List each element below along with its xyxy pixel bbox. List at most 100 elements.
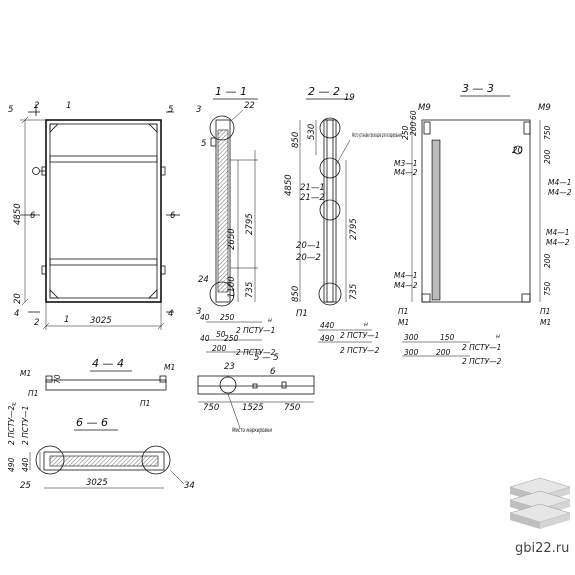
detail-circle-bottom [318,282,342,306]
detail-circle-right [141,445,171,475]
tag-21-2: 21—2 [300,193,325,203]
insulation-layer [49,455,159,467]
dim-250: 250 [401,125,410,140]
dim-735: 735 [245,282,255,298]
brand-mark: н [268,317,272,324]
dim-300: 300 [404,333,419,342]
note-marking: Место маркировки [232,427,272,434]
detail-circle-top [319,117,341,139]
dim-490: 490 [7,457,16,472]
mark-4-left: 4 [14,309,19,319]
callout-3-top: 3 [196,105,201,115]
tag-m4-2l: М4—2 [394,281,418,290]
tag-m9-right: М9 [538,103,551,113]
rib-bottom [49,258,158,266]
tag-m1-left: М1 [20,369,31,378]
dim-850b: 850 [291,286,301,302]
brand-2: 2 ПСТУ—2 [236,348,276,357]
dim-735: 735 [349,284,359,300]
mark-6-right: 6 [170,211,176,221]
mark-4-right: 4 [168,309,173,319]
dim-1525: 1525 [242,403,264,413]
dim-750b: 750 [284,403,300,413]
detail-circle-left [35,445,65,475]
dim-750: 750 [203,403,219,413]
tag-20-1: 20—1 [296,241,321,251]
dim-250: 250 [220,313,235,322]
tag-p1-right: П1 [140,399,150,408]
mark-1-top: 1 [66,101,71,111]
insulation-layer [217,129,229,293]
dim-200c: 200 [543,253,552,268]
callout-20: 20 [512,146,523,156]
brand-1: 2 ПСТУ—1 [236,326,275,335]
dim-height: 4850 [13,203,23,225]
section-title: 3 — 3 [462,82,494,95]
dim-200d: 200 [436,348,451,357]
tag-m1r: М1 [540,318,551,327]
tag-p1r: П1 [540,307,550,316]
section-2-2: 2 — 2 850 530 4850 2795 850 735 19 Место… [284,85,402,355]
dim-200b: 200 [543,149,552,164]
corner-gussets [49,123,158,299]
tag-p1: П1 [398,307,408,316]
dim-2795: 2795 [349,218,359,240]
section-3-3: 3 — 3 М9 М9 250 200 60 750 200 М3—1 М4—2… [394,82,572,366]
dim-bottom-offset: 20 [13,293,23,304]
callout-19: 19 [344,93,355,103]
watermark-text: gbi22.ru [515,541,569,556]
note-gasket: Место установки прокладки для складирова… [352,132,402,139]
dim-70: 70 [53,374,62,384]
mark-5-left: 5 [8,105,13,115]
mark-2-top: 2 [34,101,39,111]
tag-p1: П1 [296,309,308,319]
brand-mark: н [496,333,500,340]
brand-2: 2 ПСТУ—2 [462,357,502,366]
callout-25: 25 [20,481,31,491]
dim-250b: 250 [224,334,239,343]
dim-150: 150 [440,333,455,342]
tag-m4-1r: М4—1 [548,178,572,187]
brand-1: 2 ПСТУ—1 [21,406,30,445]
brand-1: 2 ПСТУ—1 [340,331,379,340]
section-title: 2 — 2 [308,85,340,98]
dim-300b: 300 [404,348,419,357]
detail-circle-top [209,115,235,141]
section-title: 1 — 1 [215,85,247,98]
dim-200: 200 [409,121,418,136]
brand-2: 2 ПСТУ—2 [7,405,16,445]
tag-m4-2r2: М4—2 [546,238,570,247]
elevation-view: 4850 20 3025 5 2 1 5 6 6 4 4 2 1 [8,101,180,330]
tag-m4-2r: М4—2 [548,188,572,197]
dim-1100: 1100 [227,276,237,298]
dim-50: 50 [216,330,226,339]
brand-mark: н [364,321,368,328]
section-1-1: 1 — 1 2650 2795 1100 735 22 3 5 24 3 40 … [196,85,276,357]
dim-750: 750 [543,125,552,140]
callout-6: 6 [270,367,276,377]
callout-5: 5 [201,139,206,149]
dim-850: 850 [291,132,301,148]
tag-20-2: 20—2 [296,253,321,263]
section-6-6: 6 — 6 490 440 2 ПСТУ—2 2 ПСТУ—1 н 3025 2… [7,401,195,491]
mark-6-left: 6 [30,211,36,221]
callout-34: 34 [184,481,195,491]
mark-2-bottom: 2 [34,318,39,328]
mark-5-right: 5 [168,105,173,115]
detail-circle-lift [319,199,341,221]
tag-21-1: 21—1 [300,183,325,193]
detail-circle-bottom [209,281,235,307]
section-5-5: 5 — 5 23 6 750 1525 750 Место маркировки [197,353,315,434]
section-4-4: 4 — 4 М1 М1 70 П1 П1 [20,357,175,408]
dim-530: 530 [307,124,317,140]
mark-1-bottom: 1 [64,315,69,325]
panel-inner-outline [49,123,158,299]
dim-width: 3025 [90,316,112,326]
callout-23: 23 [224,362,235,372]
brand-1: 2 ПСТУ—1 [462,343,501,352]
section-title: 4 — 4 [92,357,124,370]
tag-p1-left: П1 [28,389,38,398]
insulation-layer [431,139,441,301]
tag-m4-1l: М4—1 [394,271,418,280]
dim-60: 60 [409,110,418,120]
